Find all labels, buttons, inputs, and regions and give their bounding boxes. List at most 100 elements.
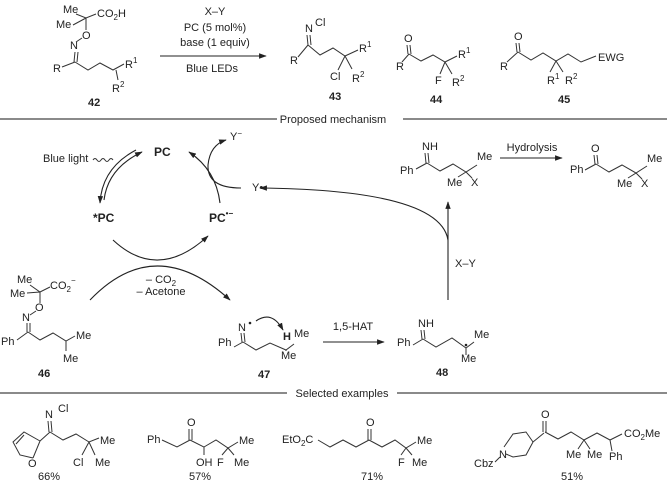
atom-label: Cbz bbox=[474, 458, 494, 470]
atom-label: O bbox=[404, 33, 413, 45]
atom-label: R1 bbox=[458, 46, 471, 61]
atom-label: O bbox=[82, 30, 91, 42]
light-squiggle bbox=[92, 158, 114, 162]
atom-label: EtO2C bbox=[282, 434, 313, 448]
atom-label: N bbox=[305, 23, 313, 35]
compound-id: 42 bbox=[88, 97, 100, 109]
atom-label: R bbox=[396, 61, 404, 73]
xy-label: X–Y bbox=[455, 258, 476, 270]
atom-label: X bbox=[641, 178, 649, 190]
atom-label: Me bbox=[474, 329, 489, 341]
fragmentation-arrow bbox=[89, 265, 231, 301]
atom-label: R2 bbox=[352, 70, 365, 85]
atom-label: F bbox=[435, 75, 442, 87]
atom-label: Me bbox=[63, 353, 78, 365]
excited-photocatalyst-label: *PC bbox=[93, 211, 115, 225]
compound-47: N Ph H Me Me 47 bbox=[218, 316, 309, 381]
atom-label: Me bbox=[412, 457, 427, 469]
hydrolysis-label: Hydrolysis bbox=[507, 142, 558, 154]
catalytic-cycle: PC *PC PC•− Blue light Y− Y• – CO2 – Ace… bbox=[43, 129, 263, 301]
atom-label: Cl bbox=[58, 403, 68, 415]
atom-label: Me bbox=[566, 449, 581, 461]
example-1: N Cl O Me Cl Me 66% bbox=[12, 403, 115, 483]
section-title-examples: Selected examples bbox=[296, 388, 389, 400]
yield-label: 57% bbox=[189, 471, 211, 483]
reaction-conditions: X–Y PC (5 mol%) base (1 equiv) Blue LEDs bbox=[160, 6, 267, 75]
atom-label: Me bbox=[281, 350, 296, 362]
atom-label: Ph bbox=[147, 434, 160, 446]
section-title-mechanism: Proposed mechanism bbox=[280, 114, 386, 126]
y-anion-label: Y− bbox=[230, 129, 242, 143]
atom-label: Me bbox=[100, 435, 115, 447]
atom-label: R bbox=[290, 55, 298, 67]
atom-label: O bbox=[514, 31, 523, 43]
compound-id: 43 bbox=[329, 91, 341, 103]
atom-label: O bbox=[366, 417, 375, 429]
atom-label: CO2− bbox=[50, 276, 76, 294]
atom-label: Me bbox=[17, 274, 32, 286]
atom-label: R2 bbox=[112, 80, 125, 95]
compound-43: N Cl R R1 Cl R2 43 bbox=[290, 17, 372, 103]
atom-label: F bbox=[217, 457, 224, 469]
reagent-label: X–Y bbox=[205, 6, 226, 18]
atom-label: NH bbox=[418, 318, 434, 330]
compound-42: Me Me CO2H O N R R1 R2 42 bbox=[53, 4, 138, 109]
atom-label: F bbox=[398, 457, 405, 469]
compound-id: 48 bbox=[436, 367, 448, 379]
atom-label: Me bbox=[10, 288, 25, 300]
relaxation-arrow bbox=[97, 149, 137, 204]
atom-label: Ph bbox=[570, 164, 583, 176]
atom-label: Me bbox=[234, 457, 249, 469]
atom-label: CO2H bbox=[97, 8, 126, 22]
atom-label: Me bbox=[587, 449, 602, 461]
atom-label: Cl bbox=[315, 17, 325, 29]
loss-co2-label: – CO2 bbox=[146, 274, 177, 288]
atom-label: R bbox=[53, 63, 61, 75]
atom-label: R2 bbox=[452, 74, 465, 89]
atom-label: CO2Me bbox=[624, 428, 660, 442]
atom-label: Ph bbox=[609, 451, 622, 463]
atom-label: Me bbox=[417, 435, 432, 447]
yield-label: 66% bbox=[38, 471, 60, 483]
atom-label: Cl bbox=[73, 457, 83, 469]
y-radical-reduction-arrow bbox=[207, 139, 242, 189]
atom-label: R1 bbox=[125, 56, 138, 71]
loss-acetone-label: – Acetone bbox=[137, 286, 186, 298]
atom-label: EWG bbox=[598, 52, 624, 64]
atom-label: Me bbox=[447, 177, 462, 189]
atom-label: N bbox=[45, 409, 53, 421]
atom-label: Me bbox=[477, 151, 492, 163]
atom-label: OH bbox=[196, 457, 213, 469]
atom-label: Me bbox=[76, 330, 91, 342]
condition-light: Blue LEDs bbox=[186, 63, 238, 75]
atom-label: R bbox=[500, 61, 508, 73]
yield-label: 51% bbox=[561, 471, 583, 483]
atom-label: Ph bbox=[218, 337, 231, 349]
excitation-arrow bbox=[103, 151, 143, 201]
atom-label: Me bbox=[63, 4, 78, 16]
atom-label: N bbox=[70, 40, 78, 52]
atom-label: Me bbox=[647, 153, 662, 165]
compound-id: 44 bbox=[430, 94, 443, 106]
atom-label: Ph bbox=[397, 337, 410, 349]
atom-label: NH bbox=[422, 141, 438, 153]
compound-46: Me Me CO2− O N Ph Me Me 46 bbox=[1, 274, 91, 380]
atom-label: R1 bbox=[359, 40, 372, 55]
atom-label: Me bbox=[461, 353, 476, 365]
atom-label: Me bbox=[294, 328, 309, 340]
atom-label: N bbox=[238, 322, 246, 334]
compound-48: NH Ph Me Me 48 bbox=[397, 318, 489, 379]
atom-label: Ph bbox=[400, 165, 413, 177]
atom-label: Cl bbox=[330, 71, 340, 83]
atom-label: O bbox=[28, 458, 37, 470]
atom-label: Me bbox=[617, 178, 632, 190]
halogenated-imine: NH Ph Me Me X bbox=[400, 141, 492, 189]
atom-label: Me bbox=[95, 457, 110, 469]
compound-44: O R R1 F R2 44 bbox=[396, 33, 471, 106]
blue-light-label: Blue light bbox=[43, 153, 88, 165]
example-2: Ph O OH F Me Me 57% bbox=[147, 417, 254, 483]
oxidation-arrow bbox=[188, 151, 221, 204]
photocatalyst-label: PC bbox=[154, 145, 171, 159]
atom-label: Me bbox=[56, 19, 71, 31]
